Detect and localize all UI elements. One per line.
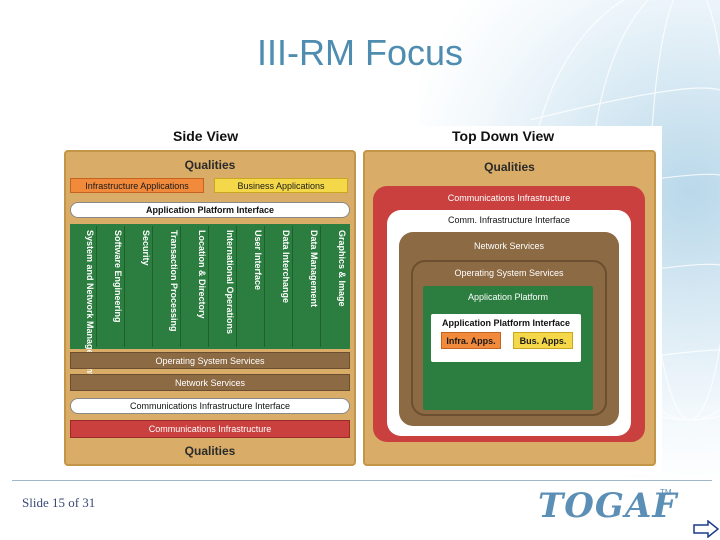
os-services-box: Operating System Services [70,352,350,369]
application-platform-label: Application Platform [467,292,549,302]
application-platform-interface-label: Application Platform Interface [441,318,571,328]
service-column-label: Data Interchange [281,230,291,304]
top-view-title: Top Down View [452,128,555,144]
right-arrow-icon[interactable] [693,520,719,538]
slide-title: III-RM Focus [256,32,463,73]
service-column: System and Network Management [72,226,97,377]
infrastructure-applications-box: Infrastructure Applications [70,178,204,193]
qualities-label-top: Qualities [184,158,236,172]
application-platform-area [70,224,350,349]
service-column: Software Engineering [100,226,125,347]
service-column: User Interface [240,226,265,347]
network-services-box: Network Services [70,374,350,391]
togaf-logo: TOGAF [538,486,678,526]
application-platform-interface-box: Application Platform Interface [70,202,350,218]
side-view-title: Side View [173,128,239,144]
service-column: Graphics & Image [324,226,349,347]
network-services-label: Network Services [473,241,545,251]
service-column-label: System and Network Management [85,230,95,377]
comm-infrastructure-box: Communications Infrastructure [70,420,350,438]
comm-infrastructure-interface-box: Communications Infrastructure Interface [70,398,350,414]
service-column-label: Transaction Processing [169,230,179,332]
business-applications-box: Business Applications [214,178,348,193]
service-column-label: User Interface [253,230,263,291]
top-down-view-diagram: Qualities Communications Infrastructure … [363,150,656,466]
service-column-label: Security [141,230,151,266]
infra-apps-box: Infra. Apps. [441,332,501,349]
footer-divider [12,480,712,481]
service-column-label: Data Management [309,230,319,308]
comm-infrastructure-label: Communications Infrastructure [447,193,571,203]
bus-apps-box: Bus. Apps. [513,332,573,349]
trademark-mark: TM [660,488,672,497]
side-view-diagram: Qualities Infrastructure Applications Bu… [64,150,356,466]
qualities-label: Qualities [484,160,535,174]
service-column: Data Interchange [268,226,293,347]
os-services-label: Operating System Services [454,268,564,278]
service-column: Location & Directory [184,226,209,347]
service-column-label: Graphics & Image [337,230,347,307]
service-column: Transaction Processing [156,226,181,347]
service-column-label: Location & Directory [197,230,207,319]
service-column: Security [128,226,153,347]
comm-infrastructure-interface-label: Comm. Infrastructure Interface [447,215,571,225]
service-column-label: International Operations [225,230,235,335]
service-column: International Operations [212,226,237,347]
architecture-figure: Side View Top Down View Qualities Infras… [58,126,662,474]
service-column-label: Software Engineering [113,230,123,323]
qualities-label-bottom: Qualities [184,444,236,458]
service-column: Data Management [296,226,321,347]
slide-number: Slide 15 of 31 [22,495,96,510]
